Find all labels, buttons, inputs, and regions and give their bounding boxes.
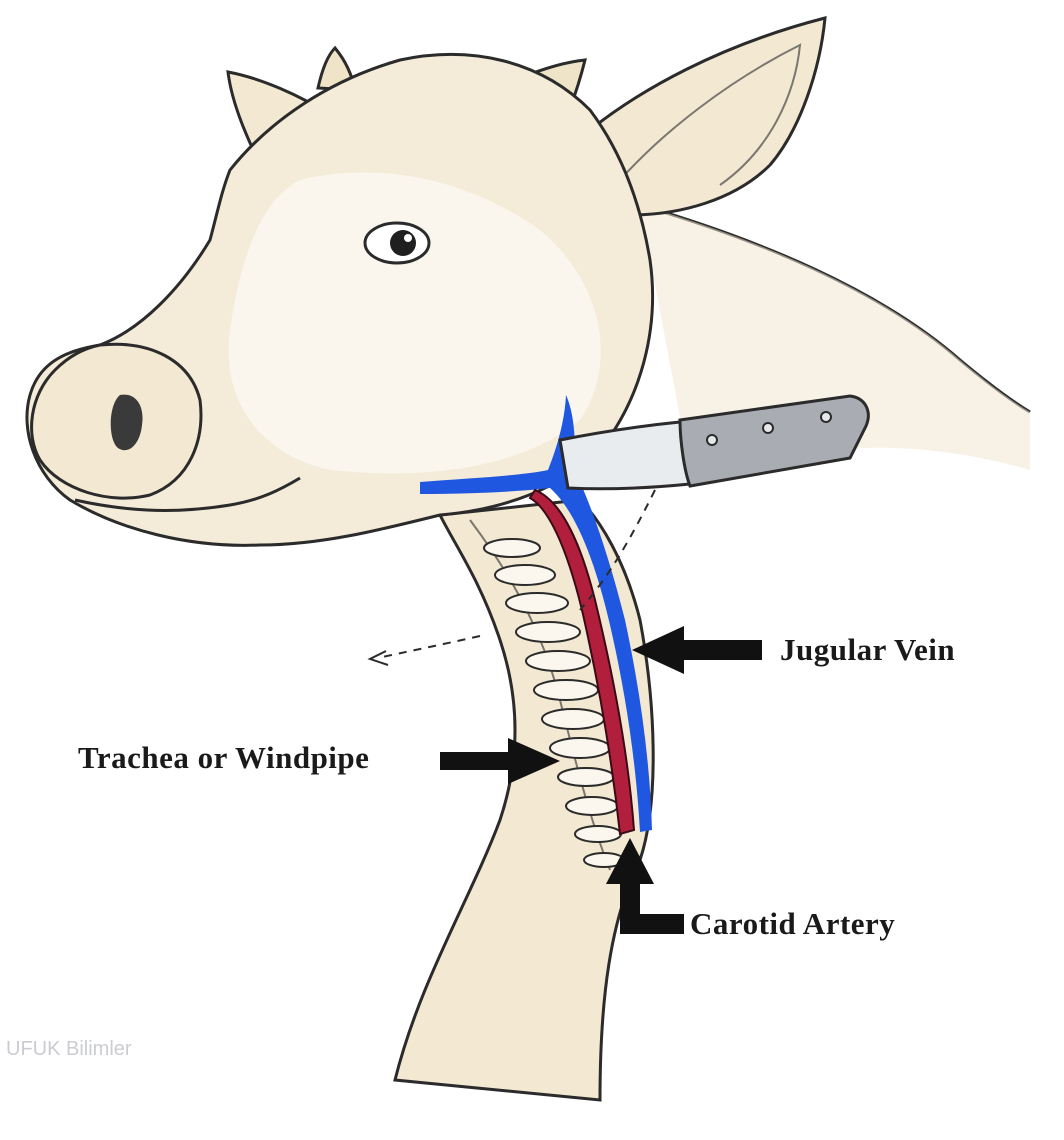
eye-glint (404, 234, 412, 242)
trachea-ring (516, 622, 580, 642)
trachea-ring (542, 709, 604, 729)
trachea-ring (550, 738, 610, 758)
eye-pupil (390, 230, 416, 256)
watermark: UFUK Bilimler (6, 1038, 132, 1061)
trachea-ring (526, 651, 590, 671)
dashed-pull-arrowhead (370, 651, 388, 665)
label-carotid-artery: Carotid Artery (690, 906, 895, 942)
knife-rivet (707, 435, 717, 445)
trachea-ring (506, 593, 568, 613)
label-trachea: Trachea or Windpipe (78, 740, 369, 776)
trachea-ring (575, 826, 621, 842)
trachea-ring (495, 565, 555, 585)
trachea-ring (534, 680, 598, 700)
trachea-ring (558, 768, 614, 786)
dashed-pull-direction (378, 636, 480, 658)
trachea-ring (484, 539, 540, 557)
knife-rivet (821, 412, 831, 422)
trachea-ring (566, 797, 618, 815)
label-jugular-vein: Jugular Vein (780, 632, 955, 668)
jugular-pointer-arrow (632, 626, 762, 674)
knife-rivet (763, 423, 773, 433)
